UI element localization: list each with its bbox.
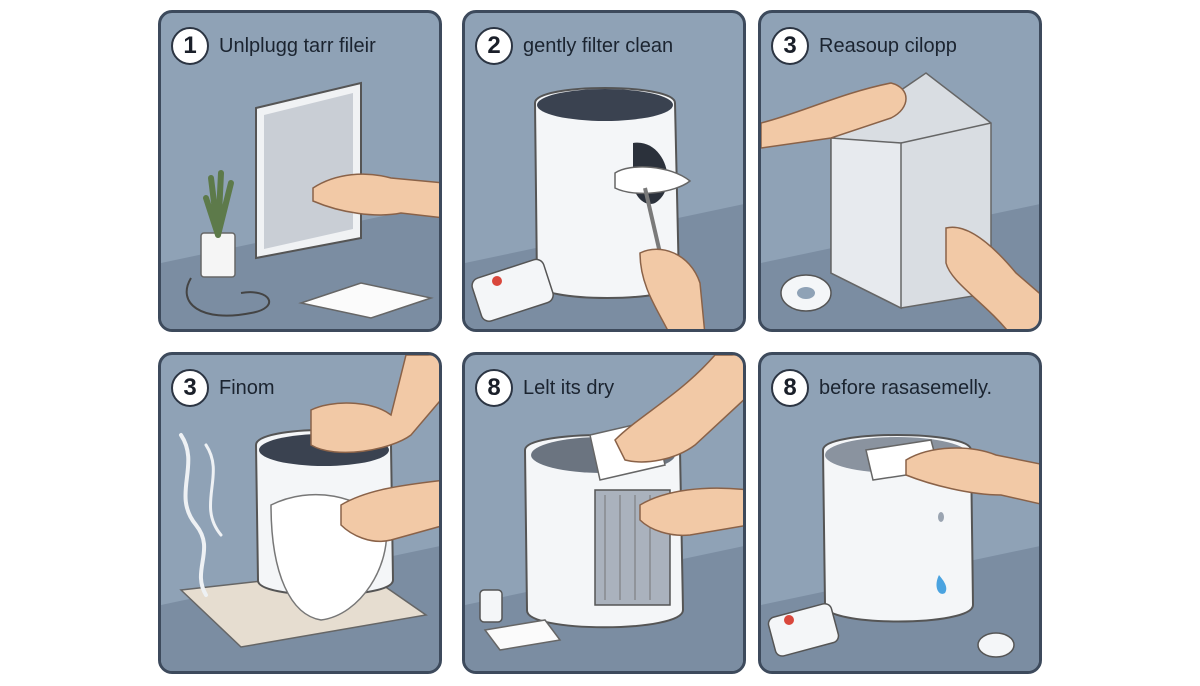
step-panel-3: 3 Reasoup cilopp bbox=[758, 10, 1042, 332]
step-number-badge: 1 bbox=[171, 27, 209, 65]
purifier-reassemble-icon bbox=[761, 434, 1039, 671]
step-caption: Finom bbox=[219, 376, 275, 399]
step-panel-6: 8 before rasasemelly. bbox=[758, 352, 1042, 674]
step-header: 2 gently filter clean bbox=[475, 27, 673, 65]
step-header: 3 Reasoup cilopp bbox=[771, 27, 957, 65]
step-header: 8 Lelt its dry bbox=[475, 369, 614, 407]
step-number-badge: 8 bbox=[771, 369, 809, 407]
step-header: 3 Finom bbox=[171, 369, 275, 407]
step-caption: Unlplugg tarr fileir bbox=[219, 34, 376, 57]
step-number-badge: 8 bbox=[475, 369, 513, 407]
step-panel-4: 3 Finom bbox=[158, 352, 442, 674]
step-number-badge: 3 bbox=[171, 369, 209, 407]
step-caption: before rasasemelly. bbox=[819, 376, 993, 399]
step-caption: Lelt its dry bbox=[523, 376, 615, 399]
step-caption: Reasoup cilopp bbox=[819, 34, 957, 57]
step-number-badge: 3 bbox=[771, 27, 809, 65]
purifier-brush-icon bbox=[465, 87, 743, 329]
filter-box-hand-icon bbox=[761, 72, 1039, 329]
filter-panel-hand-icon bbox=[161, 81, 439, 329]
step-panel-5: 8 Lelt its dry bbox=[462, 352, 746, 674]
purifier-open-filter-icon bbox=[465, 355, 743, 671]
purifier-towel-icon bbox=[161, 355, 439, 671]
step-caption: gently filter clean bbox=[523, 34, 674, 57]
step-header: 1 Unlplugg tarr fileir bbox=[171, 27, 376, 65]
step-number-badge: 2 bbox=[475, 27, 513, 65]
step-header: 8 before rasasemelly. bbox=[771, 369, 992, 407]
step-panel-1: 1 Unlplugg tarr fileir bbox=[158, 10, 442, 332]
step-panel-2: 2 gently filter clean bbox=[462, 10, 746, 332]
